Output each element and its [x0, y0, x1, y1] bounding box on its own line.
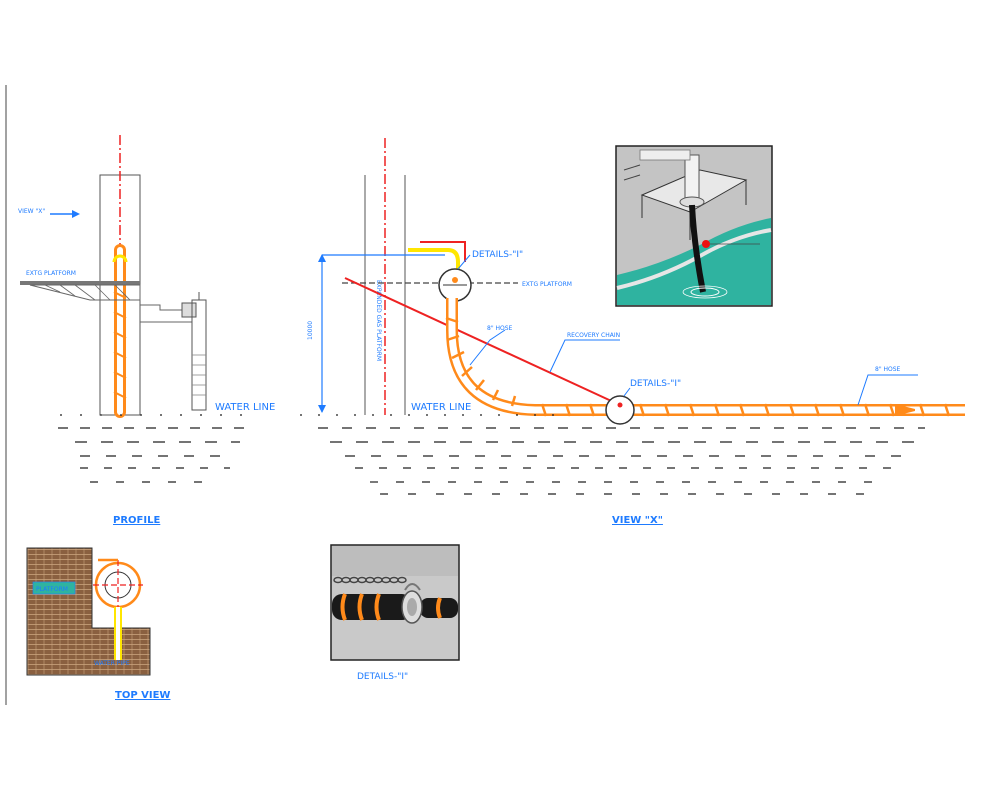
view-x-arrowhead: [72, 210, 80, 218]
view-x-arrow-label: VIEW "X": [18, 208, 45, 215]
profile-view: VIEW "X" EXTG PLATFORM: [18, 135, 275, 526]
view-water-dashes: [300, 414, 925, 495]
details-mid-label: DETAILS-"I": [630, 379, 681, 389]
red-rigging-top: [420, 241, 466, 262]
details-caption: DETAILS-"I": [357, 672, 408, 682]
profile-platform-truss: [29, 284, 141, 301]
details-top-leader: [457, 254, 471, 270]
top-view: PLATFORM WATER PIPE TOP VIEW: [26, 547, 170, 701]
view-x: EXPANDED GAS PLATFORM 10000 EXTG PLATFOR…: [300, 138, 965, 526]
details-mid-clamp: [605, 395, 635, 425]
dimension-arrow-top: [318, 254, 326, 262]
main-hose-core: [448, 298, 965, 414]
yellow-hose-segment: [408, 248, 460, 292]
riser-label: EXPANDED GAS PLATFORM: [375, 280, 382, 361]
profile-title: PROFILE: [113, 515, 160, 526]
profile-clamp: [181, 302, 197, 318]
hose-left-label: 8" HOSE: [487, 325, 513, 332]
profile-hose-top: [112, 254, 128, 263]
profile-platform-deck: [20, 281, 140, 285]
top-view-title: TOP VIEW: [115, 690, 170, 701]
dimension-value: 10000: [307, 321, 314, 340]
profile-side-pipe: [140, 304, 190, 311]
recovery-chain-label: RECOVERY CHAIN: [567, 332, 620, 339]
details-mid-leader: [623, 387, 631, 397]
hose-left-leader: [469, 329, 506, 366]
profile-riser-ribs: [192, 354, 206, 396]
hose-taper: [895, 404, 915, 416]
view-x-title: VIEW "X": [612, 515, 663, 526]
recovery-chain-leader: [549, 339, 620, 373]
hose-right-leader: [857, 374, 918, 406]
view-water-line-label: WATER LINE: [411, 402, 471, 413]
dimension-arrow-bottom: [318, 405, 326, 413]
top-view-platform-tag: [32, 581, 76, 595]
profile-platform-label: EXTG PLATFORM: [26, 270, 76, 277]
profile-water-dashes: [58, 414, 250, 483]
photo-inset-top: [615, 145, 773, 307]
recovery-chain: [344, 277, 621, 406]
photo-inset-details: [330, 544, 460, 661]
main-hose-curve: [446, 298, 965, 416]
profile-water-line-label: WATER LINE: [215, 402, 275, 413]
hose-right-label: 8" HOSE: [875, 366, 901, 373]
profile-platform-truss-members: [44, 284, 131, 301]
view-platform-label: EXTG PLATFORM: [522, 281, 572, 288]
top-view-sub-label: WATER PIPE: [94, 660, 130, 667]
top-view-platform-label: PLATFORM: [36, 586, 68, 593]
main-hose-bands: [445, 316, 951, 417]
profile-hose-bands: [113, 291, 127, 399]
details-top-label: DETAILS-"I": [472, 250, 523, 260]
